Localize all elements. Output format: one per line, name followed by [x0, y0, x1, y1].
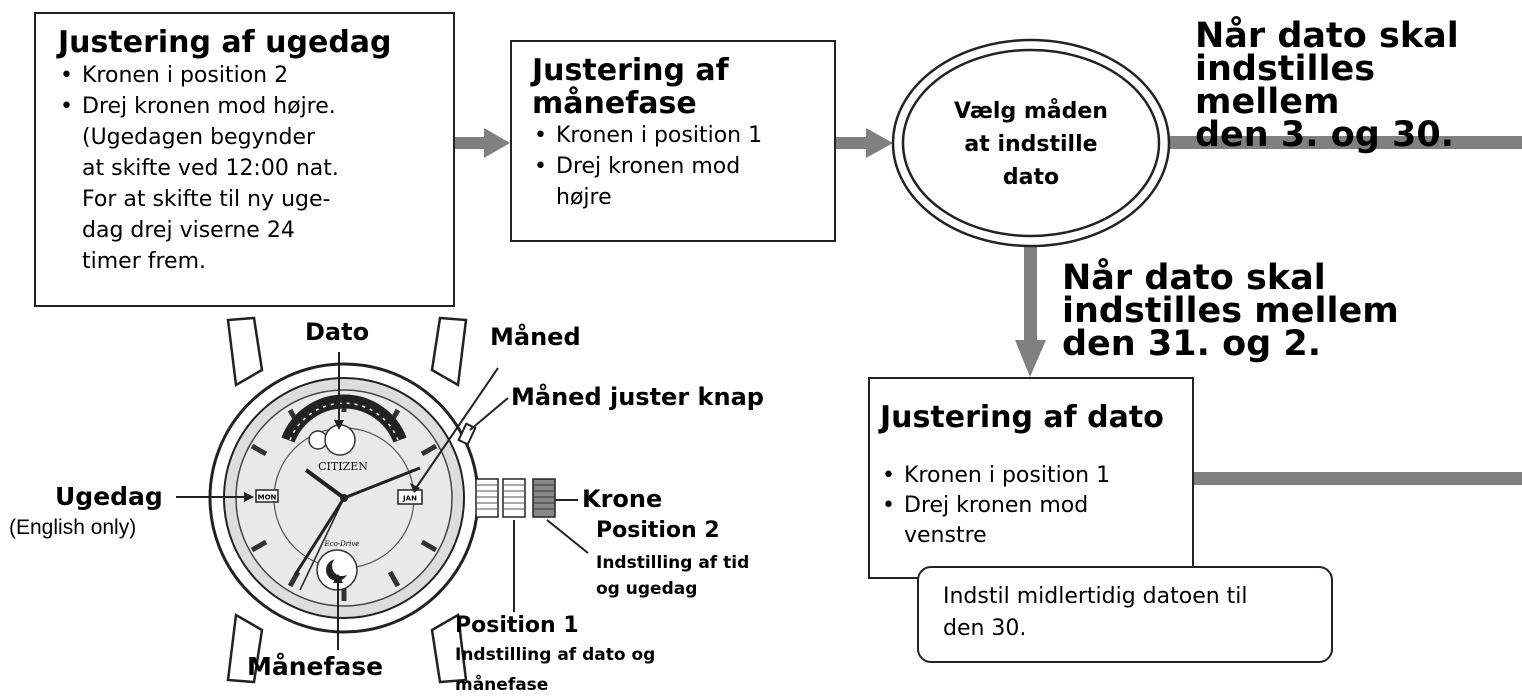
minute-hand: [343, 466, 421, 500]
list-item: Drej kronen mod højre: [532, 151, 820, 213]
label-english-only: (English only): [9, 516, 137, 539]
brand-logo: CITIZEN: [318, 460, 368, 473]
arrow-down-branch: [1015, 245, 1046, 377]
moonphase-adjust-box: Justering af månefase Kronen i position …: [510, 40, 836, 242]
title-line: månefase: [532, 86, 697, 121]
list-item-text: Drej kronen mod: [904, 493, 1089, 518]
label-maaned-juster-knap: Måned juster knap: [511, 383, 764, 411]
date-ring: [281, 394, 407, 443]
date-adjust-list: Kronen i position 1 Drej kronen mod vens…: [880, 461, 1178, 551]
note-line: For at skifte til ny uge-: [82, 187, 331, 212]
month-window: [397, 489, 423, 505]
branch-line: indstilles mellem: [1062, 291, 1399, 331]
desc-line: månefase: [455, 675, 549, 695]
eco-drive-text: Eco-Drive: [324, 540, 360, 548]
note-line: dag drej viserne 24: [82, 218, 295, 243]
choose-date-method: Vælg måden at indstille dato: [920, 95, 1142, 194]
label-ugedag: Ugedag: [55, 482, 163, 511]
weekday-adjust-list: Kronen i position 2 Drej kronen mod højr…: [58, 60, 435, 277]
desc-line: og ugedag: [596, 579, 698, 599]
day-window: [255, 489, 279, 503]
arrow-weekday-to-moonphase: [455, 128, 510, 158]
moonphase-adjust-title: Justering af månefase: [532, 54, 820, 120]
month-window-text: JAN: [402, 495, 417, 503]
note-line: at skifte ved 12:00 nat.: [82, 156, 339, 181]
branch-line: indstilles mellem: [1195, 49, 1376, 122]
date-note-box: Indstil midlertidig datoen til den 30.: [917, 566, 1333, 663]
weekday-note: (Ugedagen begynder at skifte ved 12:00 n…: [82, 122, 435, 277]
branch-line: den 3. og 30.: [1195, 115, 1455, 155]
watch-lug: [226, 316, 264, 388]
desc-line: Indstilling af tid: [596, 553, 750, 573]
list-item: Kronen i position 1: [532, 120, 820, 151]
list-item: Drej kronen mod højre. (Ugedagen begynde…: [58, 91, 435, 277]
oval-line: at indstille: [964, 132, 1098, 157]
note-line: Indstil midlertidig datoen til: [943, 584, 1248, 609]
note-line: timer frem.: [82, 249, 207, 274]
branch-line: den 31. og 2.: [1062, 324, 1322, 364]
crown-group: [475, 478, 556, 518]
watch-lug: [430, 612, 468, 684]
weekday-adjust-title: Justering af ugedag: [58, 25, 392, 60]
watch-lug: [226, 612, 264, 684]
line-right-branch: [1170, 136, 1522, 149]
note-line: den 30.: [943, 616, 1027, 641]
oval-line: dato: [1002, 165, 1060, 190]
label-dato: Dato: [305, 318, 370, 346]
hour-hand: [304, 468, 346, 500]
branch-right-label: Når dato skal indstilles mellem den 3. o…: [1195, 16, 1522, 155]
branch-down-label: Når dato skal indstilles mellem den 31. …: [1062, 258, 1399, 364]
list-item-text: Drej kronen mod: [556, 154, 741, 179]
watch-lug: [430, 316, 468, 388]
oval-line: Vælg måden: [954, 99, 1108, 124]
list-item-text-cont: højre: [556, 185, 612, 210]
label-position-1-desc: Indstilling af dato og månefase: [455, 640, 655, 700]
date-adjust-box: Justering af dato Kronen i position 1 Dr…: [868, 377, 1194, 579]
list-item: Drej kronen mod venstre: [880, 491, 1178, 551]
note-line: (Ugedagen begynder: [82, 125, 316, 150]
list-item: Kronen i position 2: [58, 60, 435, 91]
desc-line: Indstilling af dato og: [455, 645, 656, 665]
list-item-text: Drej kronen mod højre.: [82, 94, 336, 119]
line-from-date-box: [1192, 472, 1522, 485]
branch-line: Når dato skal: [1195, 16, 1459, 56]
arrow-moonphase-to-choose: [836, 128, 893, 158]
label-maanefase: Månefase: [247, 652, 384, 681]
second-hand: [293, 497, 346, 576]
weekday-adjust-box: Justering af ugedag Kronen i position 2 …: [34, 12, 455, 307]
label-position-2-desc: Indstilling af tid og ugedag: [596, 550, 749, 602]
label-position-1: Position 1: [455, 613, 579, 638]
label-krone: Krone: [582, 485, 663, 513]
list-item-text-cont: venstre: [904, 523, 987, 548]
leader-lines: [176, 352, 589, 650]
branch-line: Når dato skal: [1062, 258, 1326, 298]
label-position-2: Position 2: [596, 518, 720, 543]
list-item: Kronen i position 1: [880, 461, 1178, 491]
moonphase-adjust-list: Kronen i position 1 Drej kronen mod højr…: [532, 120, 820, 213]
date-adjust-title: Justering af dato: [880, 400, 1164, 435]
day-window-text: MON: [258, 494, 277, 502]
title-line: Justering af: [532, 53, 729, 88]
label-maaned: Måned: [490, 323, 581, 351]
